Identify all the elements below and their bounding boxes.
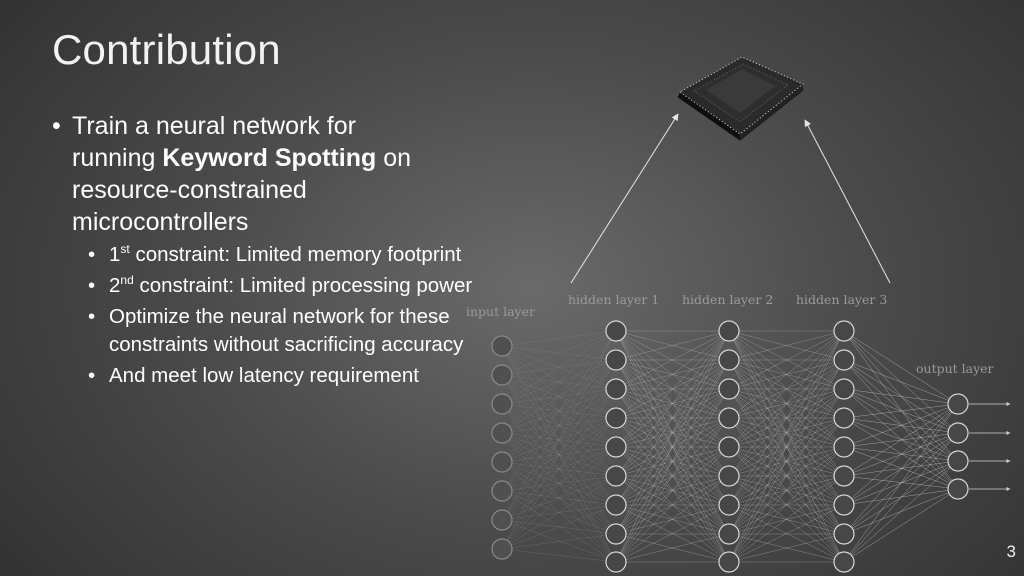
input-layer-label: input layer [466,304,535,319]
network-node [605,407,627,429]
network-node [947,422,969,444]
network-node [833,494,855,516]
network-node [833,465,855,487]
network-node [491,393,513,415]
sub-bullet-memory: 1st constraint: Limited memory footprint [88,241,482,269]
network-node [718,465,740,487]
network-node [491,335,513,357]
microcontroller-chip-icon [677,56,804,141]
main-bullet: Train a neural network for running Keywo… [52,110,422,238]
network-connections [501,330,1011,563]
ordinal: 1 [109,243,121,266]
bullet-list: Train a neural network for running Keywo… [52,110,482,390]
main-bullet-suffix: on resource-constrained microcontrollers [72,144,412,236]
network-node [491,509,513,531]
network-node [491,364,513,386]
network-node [947,393,969,415]
sub-bullet-list: 1st constraint: Limited memory footprint… [88,241,482,390]
network-node [718,494,740,516]
network-nodes [491,320,969,573]
network-node [718,378,740,400]
sub-bullet-latency: And meet low latency requirement [88,362,482,390]
network-node [833,378,855,400]
network-node [491,538,513,560]
sub-bullet-optimize: Optimize the neural network for these co… [88,303,482,359]
network-node [605,436,627,458]
network-node [833,436,855,458]
sub-bullet-text: And meet low latency requirement [109,364,419,387]
network-node [605,378,627,400]
output-layer-label: output layer [916,361,994,376]
page-number: 3 [1006,542,1016,561]
network-node [833,349,855,371]
network-node [718,551,740,573]
arrow-to-chip-left [570,113,679,284]
main-bullet-text: Train a neural network for running [72,112,356,172]
sub-bullet-processing: 2nd constraint: Limited processing power [88,272,482,300]
network-node [605,551,627,573]
network-node [491,422,513,444]
hidden-layer-3-label: hidden layer 3 [796,292,887,307]
hidden-layer-1-label: hidden layer 1 [568,292,659,307]
network-node [718,320,740,342]
slide-title: Contribution [52,26,281,73]
network-node [833,407,855,429]
network-node [833,523,855,545]
network-node [947,478,969,500]
network-node [491,451,513,473]
sub-bullet-text: constraint: Limited memory footprint [129,243,462,266]
ordinal: 2 [109,274,121,297]
network-node [605,320,627,342]
arrow-to-chip-right [804,119,891,284]
network-node [605,523,627,545]
sub-bullet-text: Optimize the neural network for these co… [109,305,464,356]
network-node [605,349,627,371]
network-node [718,349,740,371]
sub-bullet-text: constraint: Limited processing power [133,274,473,297]
ordinal-suffix: nd [120,273,134,287]
network-node [833,551,855,573]
network-node [718,407,740,429]
hidden-layer-2-label: hidden layer 2 [682,292,773,307]
network-node [605,494,627,516]
keyword-spotting-text: Keyword Spotting [162,144,377,172]
network-node [605,465,627,487]
network-node [718,523,740,545]
network-node [833,320,855,342]
ordinal-suffix: st [120,242,130,256]
network-node [718,436,740,458]
network-node [491,480,513,502]
network-node [947,450,969,472]
